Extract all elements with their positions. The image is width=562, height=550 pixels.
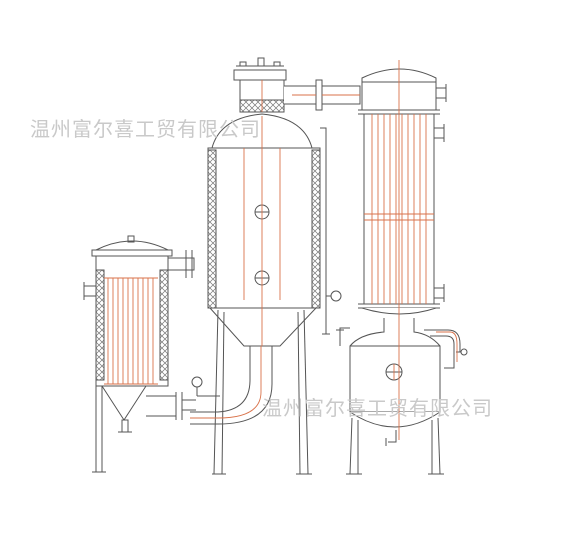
separator-tank: [336, 318, 468, 475]
condenser-nozzle: [83, 285, 97, 297]
watermark-top: 温州富尔喜工贸有限公司: [30, 117, 261, 141]
evaporator-centerlines: [190, 80, 281, 419]
evaporator-insulation: [207, 149, 217, 309]
column-nozzle: [433, 287, 445, 299]
condenser-insulation: [95, 269, 105, 381]
vapor-pipe-left: [167, 250, 195, 278]
column-tube-bundle: [364, 114, 434, 304]
separator-bottom-head: [349, 411, 441, 428]
column-nozzle: [435, 87, 447, 99]
evaporator-leg: [303, 309, 309, 475]
pressure-gauge: [191, 376, 203, 388]
evaporator-top-flange: [233, 69, 287, 81]
separator-side-pipe: [430, 335, 455, 369]
watermark-bottom: 温州富尔喜工贸有限公司: [262, 396, 493, 420]
vapor-pipe-top: [284, 79, 361, 111]
separator-centerlines: [393, 60, 458, 440]
small-condenser: [83, 235, 220, 473]
condenser-cone: [101, 385, 147, 421]
condenser-tube-bundle: [104, 277, 158, 385]
evaporator-leg: [213, 309, 219, 475]
condenser-body: [95, 255, 169, 387]
separator-leg: [349, 417, 353, 475]
evaporator-cone: [208, 307, 318, 347]
evaporator-outlet-bend: [190, 346, 251, 413]
column-nozzle: [433, 127, 445, 139]
